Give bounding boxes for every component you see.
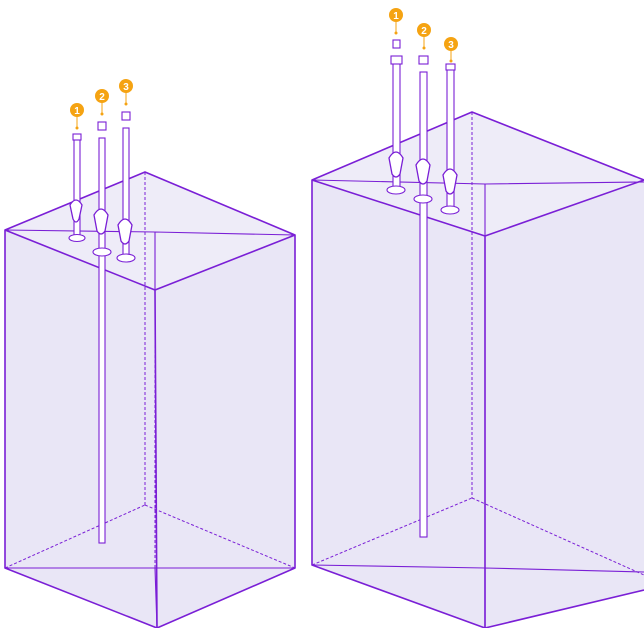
left-callout-3: 3 [119, 79, 133, 106]
left-box-front-face [5, 230, 157, 628]
left-callout-2-label: 2 [99, 92, 105, 103]
left-callout-3-label: 3 [123, 82, 129, 93]
right-callout-1: 1 [389, 8, 403, 35]
right-callout-2: 2 [417, 23, 431, 50]
right-callout-3-label: 3 [448, 40, 454, 51]
right-rod-3 [440, 63, 460, 215]
right-callout-1-label: 1 [393, 11, 399, 22]
left-box-side-face [155, 235, 295, 628]
right-box-hidden-edges [311, 112, 644, 576]
left-callout-1-label: 1 [74, 106, 80, 117]
left-rod-1 [68, 133, 86, 243]
right-box-side-face [485, 180, 644, 628]
left-box-fold-lines [4, 229, 296, 628]
right-box-fold-lines [311, 179, 644, 628]
right-callout-3: 3 [444, 37, 458, 63]
left-callout-2: 2 [95, 89, 109, 116]
left-container-view: 1 2 3 [4, 79, 296, 628]
right-rod-2 [413, 55, 433, 538]
right-rod-1 [386, 39, 406, 195]
left-rod-2 [92, 121, 112, 544]
right-box-top-face [312, 112, 644, 236]
right-callout-2-label: 2 [421, 26, 427, 37]
right-container-view: 1 2 3 [311, 8, 644, 628]
left-rod-3 [116, 111, 136, 263]
left-callout-1: 1 [70, 103, 84, 130]
left-box-hidden-edges [4, 172, 296, 569]
right-box-front-face [312, 180, 485, 628]
